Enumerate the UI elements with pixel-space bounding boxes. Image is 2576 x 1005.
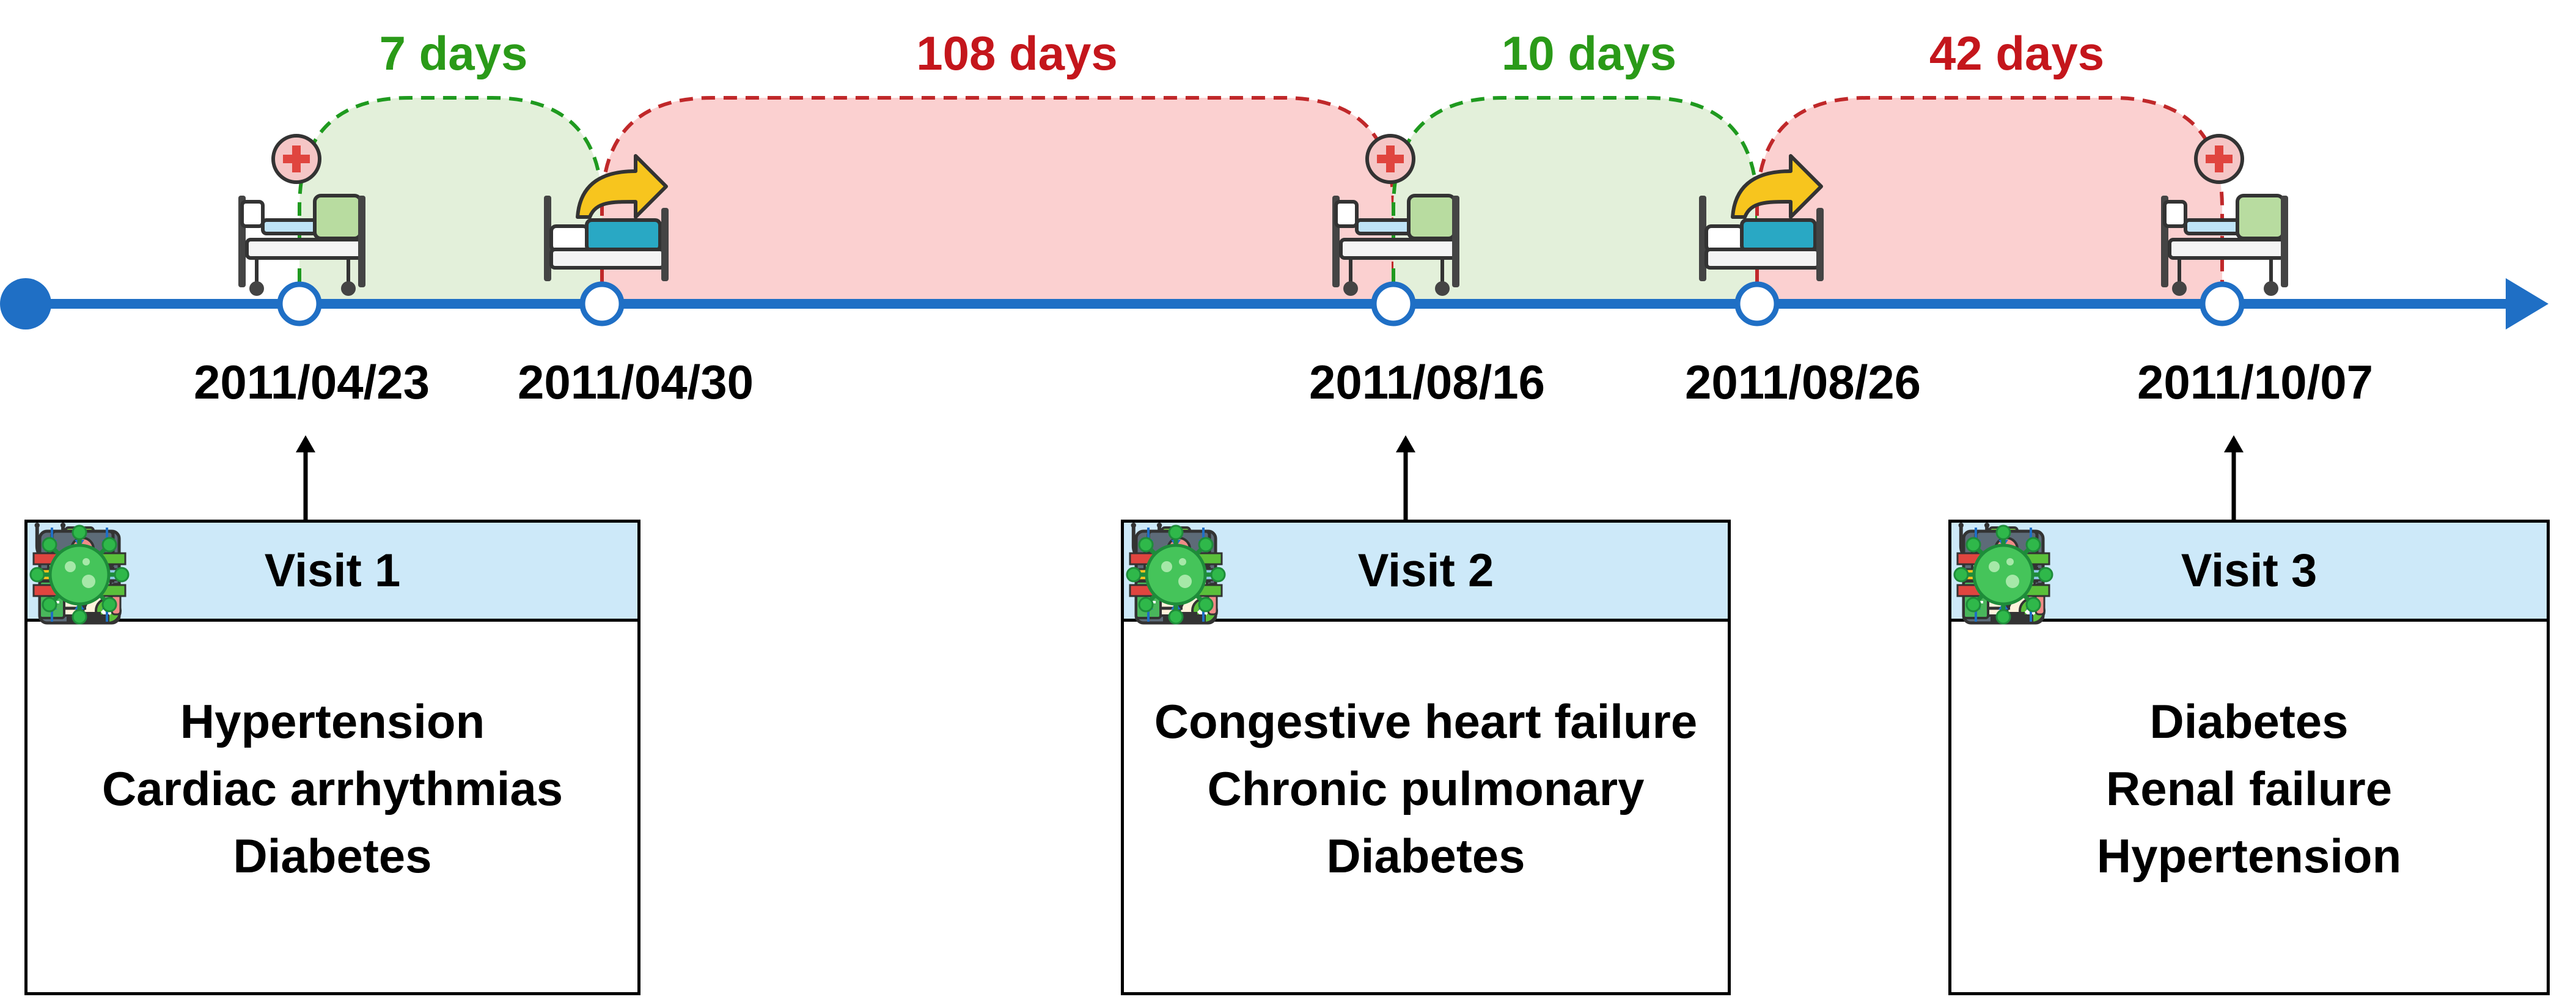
condition-item: Chronic pulmonary [1207,762,1645,815]
timeline-start-dot [0,278,51,329]
event-marker [579,281,625,326]
event-marker [1371,281,1416,326]
timeline-arrowhead [2506,278,2548,329]
event-marker [1734,281,1780,326]
visit-card-3: Visit 3 Diabetes Renal failure Hypertens… [1948,520,2550,995]
date-label-3: 2011/08/16 [1308,355,1546,409]
date-label-1: 2011/04/23 [193,355,430,409]
condition-item: Hypertension [180,694,485,748]
date-label-5: 2011/10/07 [2137,355,2374,409]
condition-item: Diabetes [233,829,432,883]
interval-outline [1392,96,1759,304]
visit-card-1: Visit 1 Hypertension Cardiac arrhythmias… [24,520,640,995]
condition-item: Diabetes [1326,829,1525,883]
condition-item: Congestive heart failure [1154,694,1698,748]
interval-outline [298,96,604,304]
visit-title: Visit 3 [2181,545,2317,597]
interval-label-2: 108 days [916,26,1118,80]
virus-icon [29,525,130,625]
condition-list: Congestive heart failure Chronic pulmona… [1124,688,1728,889]
interval-label-4: 42 days [1929,26,2105,80]
visit-title: Visit 1 [264,545,401,597]
visit-title: Visit 2 [1357,545,1494,597]
condition-item: Renal failure [2105,762,2393,815]
interval-label-1: 7 days [379,26,528,80]
condition-item: Cardiac arrhythmias [101,762,563,815]
date-label-4: 2011/08/26 [1684,355,1921,409]
visit-header: Visit 2 [1124,523,1728,622]
visit-card-2: Visit 2 Congestive heart failure Chronic… [1121,520,1731,995]
condition-item: Diabetes [2149,694,2349,748]
date-label-2: 2011/04/30 [517,355,754,409]
condition-item: Hypertension [2096,829,2402,883]
condition-list: Hypertension Cardiac arrhythmias Diabete… [28,688,637,889]
interval-region [299,98,602,304]
visit-header: Visit 1 [28,523,637,622]
event-marker [277,281,322,326]
pointer-arrowhead [296,435,315,452]
interval-label-3: 10 days [1501,26,1677,80]
interval-region [1393,98,1757,304]
event-marker [2200,281,2245,326]
pointer-arrowhead [1396,435,1415,452]
interval-region [1757,98,2222,304]
virus-icon [1953,525,2053,625]
pointer-arrowhead [2224,435,2244,452]
interval-region [602,98,1393,304]
virus-icon [1126,525,1226,625]
condition-list: Diabetes Renal failure Hypertension [1951,688,2547,889]
